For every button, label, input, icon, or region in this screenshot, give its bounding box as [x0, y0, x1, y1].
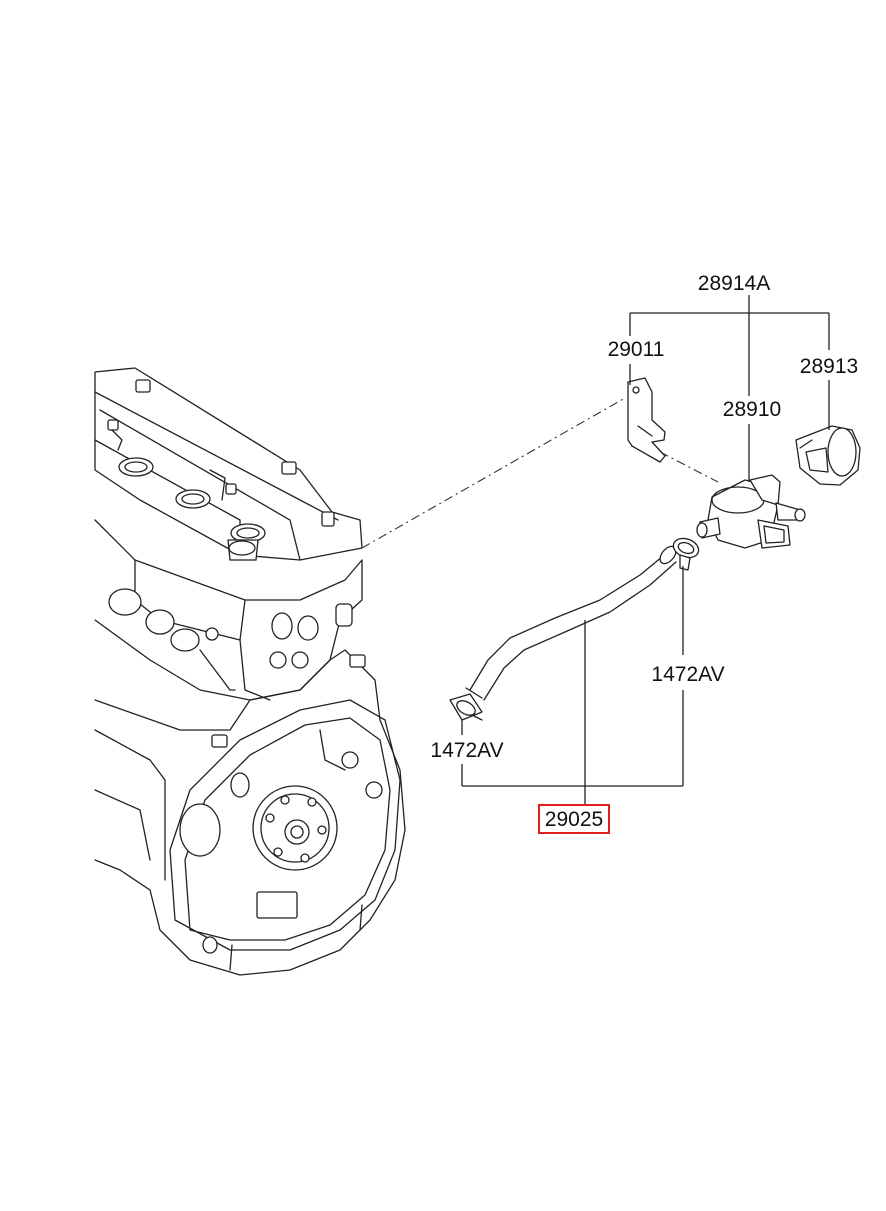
hose-clamp-left-part[interactable] [449, 693, 483, 721]
breather-hose-part[interactable] [465, 543, 679, 701]
leader-lines [461, 295, 830, 806]
grommet-part[interactable] [795, 425, 861, 486]
mounting-line-head-to-bracket [361, 397, 626, 549]
part-label-1472av-right[interactable]: 1472AV [651, 663, 724, 686]
highlight-box [538, 804, 610, 834]
part-label-28913[interactable]: 28913 [800, 355, 858, 378]
part-label-28910[interactable]: 28910 [723, 398, 781, 421]
part-label-29011[interactable]: 29011 [608, 338, 665, 361]
pcv-valve-part[interactable] [696, 474, 806, 549]
mounting-line-bracket-to-valve [659, 451, 719, 483]
part-label-28914a[interactable]: 28914A [698, 272, 770, 295]
hose-clamp-right-part[interactable] [671, 535, 702, 571]
bracket-part[interactable] [627, 377, 666, 463]
part-label-29025[interactable]: 29025 [545, 808, 603, 831]
part-label-1472av-left[interactable]: 1472AV [430, 739, 503, 762]
engine-block-illustration [94, 367, 406, 976]
